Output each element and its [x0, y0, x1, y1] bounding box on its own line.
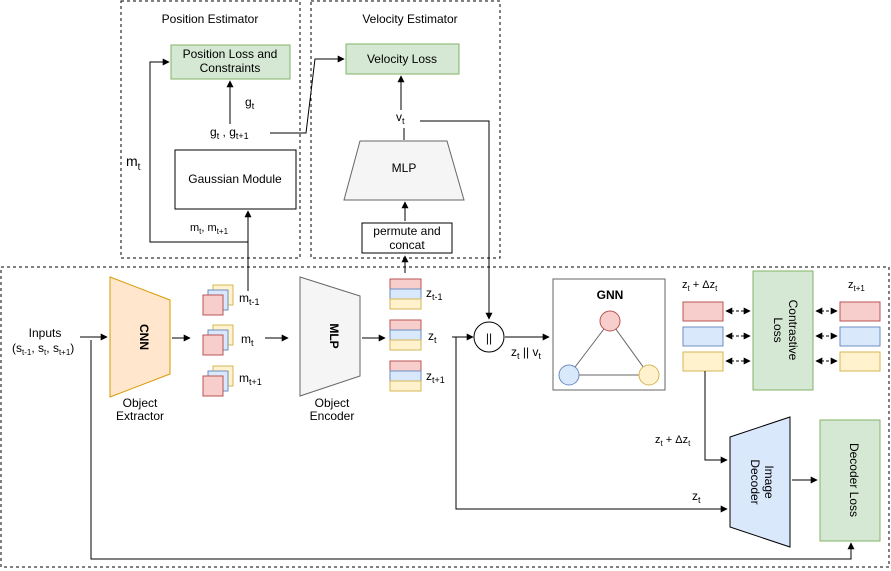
- latent-stack-t: [389, 319, 422, 351]
- g-t-label: gt: [245, 95, 255, 111]
- z-t1-label: zt+1: [426, 369, 445, 385]
- gnn-label: GNN: [597, 288, 624, 302]
- concat-operator-symbol: ||: [486, 331, 492, 345]
- target-latent-blue: [839, 326, 881, 347]
- m-t-label: mt: [241, 332, 254, 348]
- m-tm1-label: mt-1: [239, 291, 260, 307]
- gaussian-module-box: [174, 149, 297, 210]
- velocity-estimator-title: Velocity Estimator: [362, 12, 457, 26]
- zt-concat-vt-label: zt || vt: [511, 345, 541, 361]
- z-tm1-label: zt-1: [426, 286, 443, 302]
- pred-latent-blue: [682, 326, 724, 347]
- zt-decoder-label: zt: [692, 489, 701, 505]
- gnn-node-yellow: [638, 364, 660, 386]
- cnn-trapezoid: [109, 276, 171, 398]
- v-t-label: vt: [396, 110, 405, 126]
- contrastive-loss-label-1: Contrastive: [786, 300, 800, 361]
- gnn-node-red: [599, 310, 621, 332]
- position-loss-label-2: Constraints: [200, 61, 261, 75]
- contrastive-loss-box: [752, 270, 814, 391]
- g-t-gt1-label: gt , gt+1: [210, 125, 249, 141]
- image-decoder-trapezoid: [729, 416, 791, 548]
- velocity-mlp-label: MLP: [392, 161, 417, 175]
- object-extractor-label-2: Extractor: [116, 409, 164, 423]
- gnn-node-blue: [558, 364, 580, 386]
- main-pipeline-region: [0, 266, 890, 568]
- target-latent-yellow: [839, 351, 881, 372]
- object-mask-stack-t1: [202, 365, 234, 397]
- gaussian-module-label: Gaussian Module: [188, 172, 282, 186]
- object-encoder-label-2: Encoder: [310, 409, 355, 423]
- object-extractor-label-1: Object: [123, 396, 158, 410]
- arrow-pred-latent-to-decoder: [704, 371, 728, 464]
- position-estimator-region: [120, 0, 301, 259]
- arrow-inputs-to-decoder-loss: [90, 340, 855, 560]
- arrow-zt-to-image-decoder: [455, 337, 728, 513]
- encoder-mlp-trapezoid: [299, 276, 361, 397]
- velocity-loss-label: Velocity Loss: [367, 52, 437, 66]
- target-latent-red: [839, 301, 881, 322]
- inputs-sequence: (st-1, st, st+1): [12, 341, 74, 357]
- arrow-mt-to-position-loss: [149, 58, 248, 243]
- object-mask-stack-t: [202, 324, 234, 356]
- decoder-loss-box: [819, 419, 881, 542]
- permute-concat-box: [361, 222, 453, 254]
- velocity-mlp-trapezoid: [343, 140, 465, 201]
- velocity-loss-box: [345, 43, 460, 75]
- inputs-label: Inputs: [29, 326, 62, 340]
- decoder-loss-label: Decoder Loss: [847, 443, 861, 517]
- object-encoder-label-1: Object: [315, 396, 350, 410]
- object-mask-stack-tm1: [202, 284, 234, 316]
- latent-stack-t1: [389, 360, 422, 392]
- image-decoder-label-1: Image: [762, 465, 776, 499]
- zt-delta-label: zt + Δzt: [682, 279, 718, 293]
- position-loss-box: [170, 44, 291, 80]
- position-loss-label-1: Position Loss and: [183, 47, 278, 61]
- cnn-label: CNN: [137, 324, 151, 350]
- permute-label-2: concat: [389, 238, 425, 252]
- m-t1-label: mt+1: [239, 371, 262, 387]
- z-t1-target-label: zt+1: [848, 279, 865, 293]
- image-decoder-label-2: Decoder: [748, 459, 762, 504]
- contrastive-loss-label-2: Loss: [771, 317, 785, 342]
- encoder-mlp-label: MLP: [327, 323, 341, 348]
- pred-latent-red: [682, 301, 724, 322]
- position-estimator-title: Position Estimator: [162, 12, 259, 26]
- z-t-label: zt: [428, 329, 437, 345]
- latent-stack-tm1: [389, 278, 422, 310]
- m-t-mt1-label: mt, mt+1: [190, 222, 229, 236]
- zt-delta-decoder-label: zt + Δzt: [655, 434, 691, 448]
- permute-label-1: permute and: [373, 224, 440, 238]
- arrow-vt-to-concat: [420, 120, 493, 320]
- m-t-left-label: mt: [126, 153, 141, 173]
- arrow-gt-to-velocity-loss: [270, 55, 345, 134]
- concat-operator: [473, 321, 505, 353]
- pred-latent-yellow: [682, 351, 724, 372]
- gnn-graph: [558, 310, 660, 386]
